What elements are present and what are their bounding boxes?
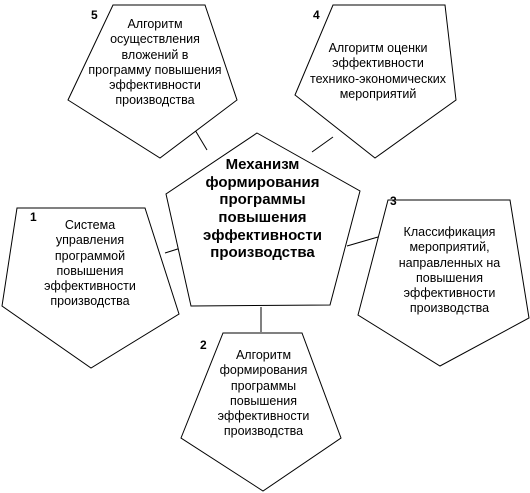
node-3-number: 3 (390, 194, 397, 208)
node-4-label: Алгоритм оценки эффективности технико-эк… (310, 41, 446, 101)
node-4-number: 4 (313, 8, 320, 22)
center-label: Механизм формирования программы повышени… (203, 156, 322, 262)
node-2-number: 2 (200, 338, 207, 352)
node-3-label: Классификация мероприятий, направленных … (398, 225, 501, 316)
node-1-pentagon (1, 207, 180, 369)
node-1-number: 1 (30, 210, 37, 224)
node-3-pentagon (357, 199, 530, 367)
connector-center-node-5 (194, 129, 208, 151)
node-2-pentagon (180, 332, 342, 492)
node-5-label: Алгоритм осуществления вложений в програ… (88, 17, 222, 108)
node-4-pentagon (294, 4, 457, 159)
node-5-number: 5 (91, 8, 98, 22)
node-1-label: Система управления программой повышения … (44, 218, 136, 309)
center-pentagon (165, 132, 361, 307)
node-2-label: Алгоритм формирования программы повышени… (217, 348, 310, 439)
node-5-pentagon (67, 4, 238, 159)
connector-center-node-4 (311, 136, 334, 153)
connector-center-node-3 (346, 236, 379, 247)
